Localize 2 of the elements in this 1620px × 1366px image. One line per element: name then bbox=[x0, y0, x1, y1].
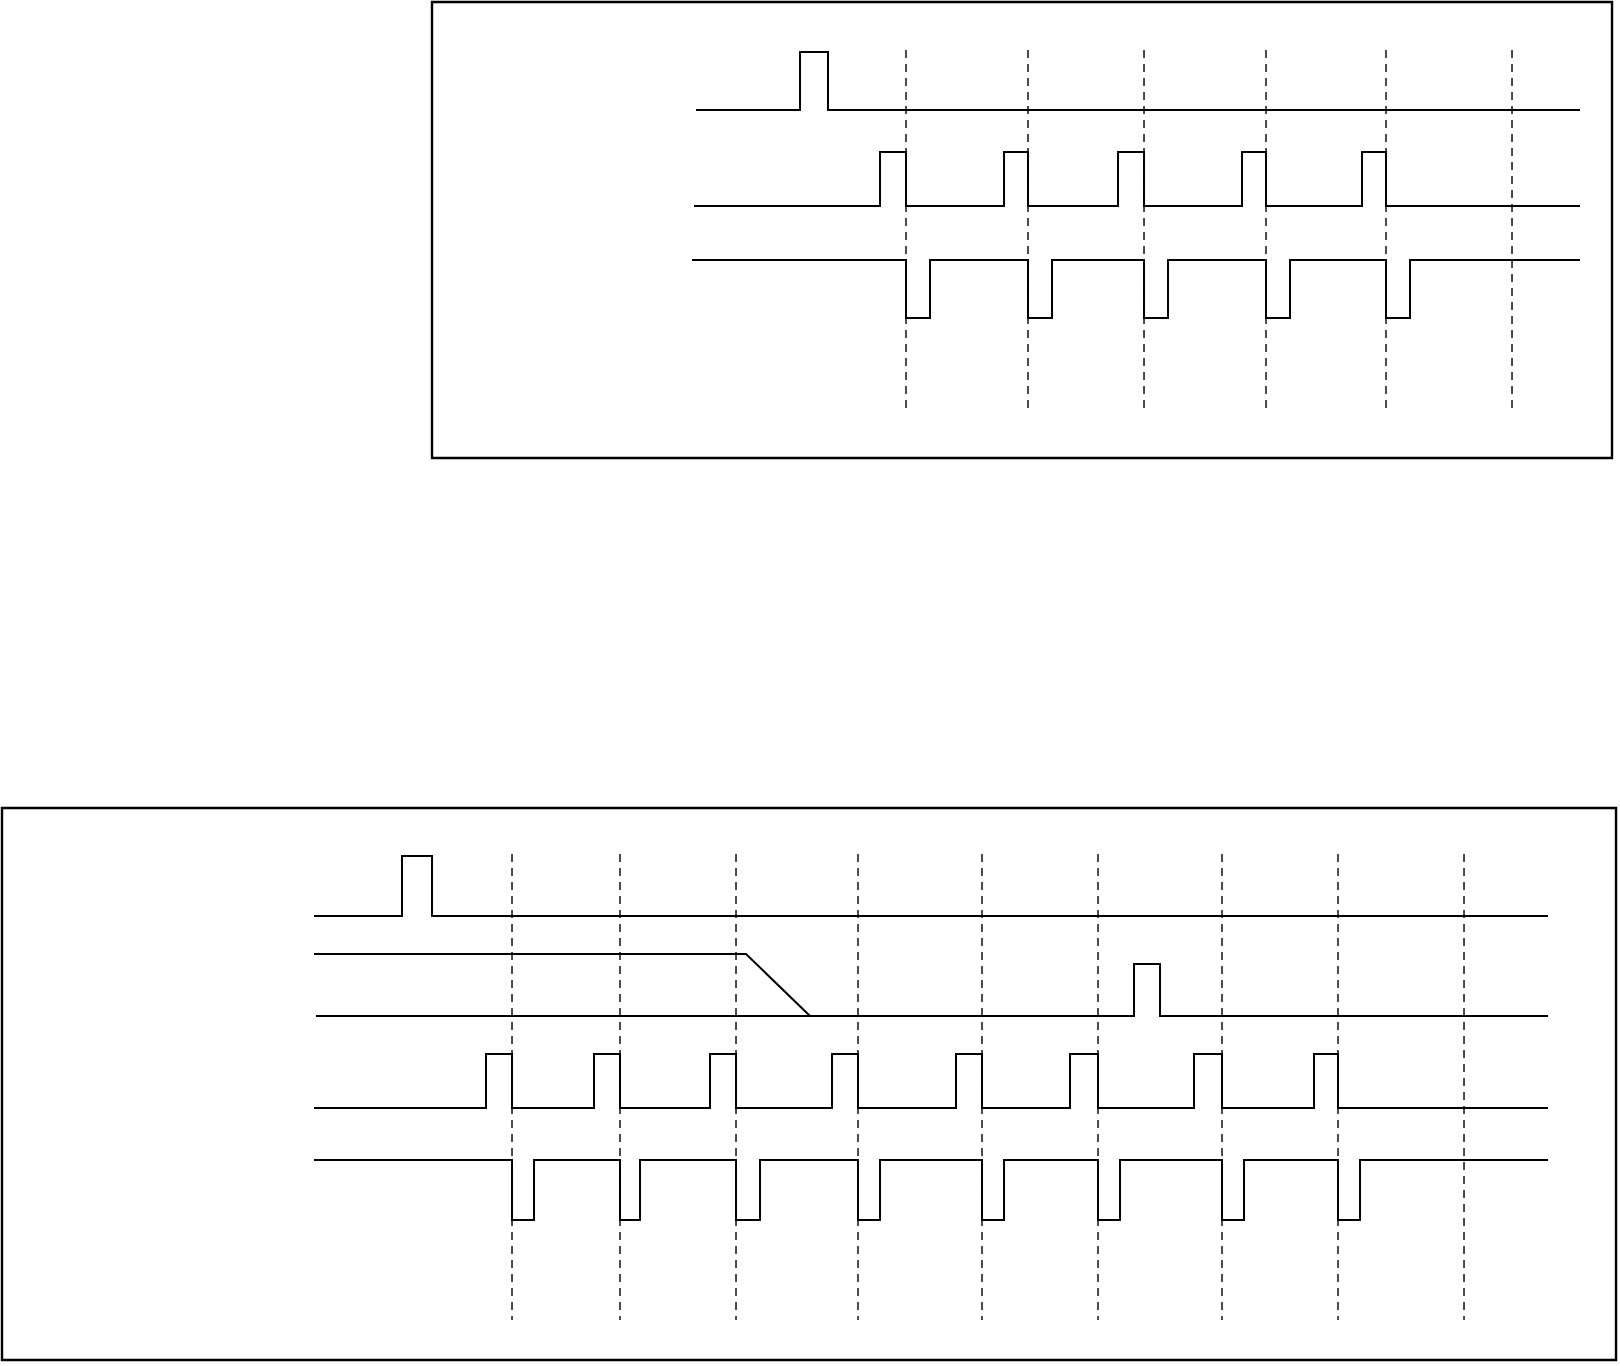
frame-box bbox=[430, 0, 1614, 460]
frame-box bbox=[0, 806, 1618, 1362]
